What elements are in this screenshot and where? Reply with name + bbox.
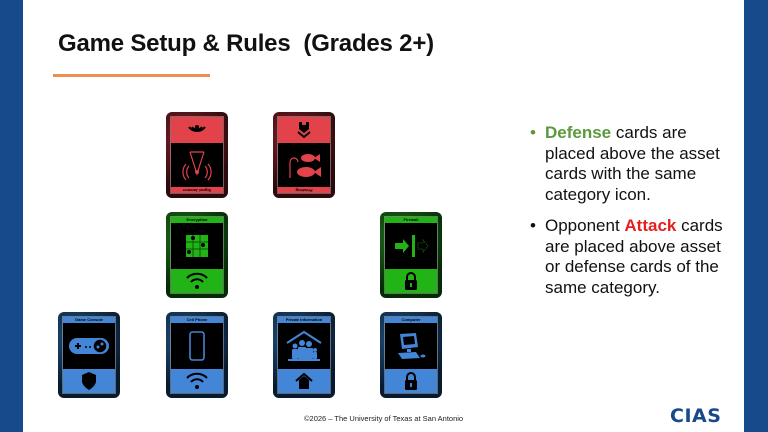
card-label: Signal Jammer [171,187,223,193]
card-label: Private Information [278,317,330,323]
asset-card-game-console: Game Console [58,312,120,398]
shield-icon [63,369,115,393]
rule-prefix: Opponent [545,216,625,235]
attack-card-phishing: Phishing [273,112,335,198]
arrow-blocked-icon [385,223,437,269]
shield-down-icon [278,117,330,143]
copyright-footer: ©2026 – The University of Texas at San A… [304,414,464,423]
right-accent-bar [744,0,768,432]
fishing-hook-fish-icon [278,143,330,187]
bullet-dot: • [530,123,536,142]
puzzle-pieces-icon [171,223,223,269]
rule-defense: • Defense cards are placed above the ass… [530,123,730,205]
card-label: Encryption [171,217,223,223]
asset-card-private-information: Private Information [273,312,335,398]
attack-highlight: Attack [624,216,677,235]
padlock-icon [385,269,437,293]
card-label: Computer [385,317,437,323]
card-label: Cell Phone [171,317,223,323]
cias-logo: CIAS [670,405,722,427]
card-label: Phishing [278,187,330,193]
card-label: Firewall [385,217,437,223]
wifi-icon [171,269,223,293]
wifi-icon [171,369,223,393]
wireless-signal-icon [171,117,223,143]
slide-title: Game Setup & Rules (Grades 2+) [58,30,434,57]
desktop-computer-icon [385,323,437,369]
card-label: Game Console [63,317,115,323]
rule-text: cards are placed above asset or defense … [545,216,723,297]
title-underline [53,74,210,77]
rule-attack: • Opponent Attack cards are placed above… [530,216,730,298]
home-icon [278,369,330,393]
family-house-icon [278,323,330,369]
asset-card-cell-phone: Cell Phone [166,312,228,398]
padlock-icon [385,369,437,393]
smartphone-icon [171,323,223,369]
rule-text: cards are placed above the asset cards w… [545,123,720,204]
asset-card-computer: Computer [380,312,442,398]
defense-card-firewall: Firewall [380,212,442,298]
bullet-dot: • [530,216,536,235]
signal-tower-icon [171,143,223,187]
attack-card-signal-jammer: Signal Jammer [166,112,228,198]
game-controller-icon [63,323,115,369]
rules-list: • Defense cards are placed above the ass… [530,123,730,309]
left-accent-bar [0,0,23,432]
defense-highlight: Defense [545,123,612,142]
defense-card-encryption: Encryption [166,212,228,298]
